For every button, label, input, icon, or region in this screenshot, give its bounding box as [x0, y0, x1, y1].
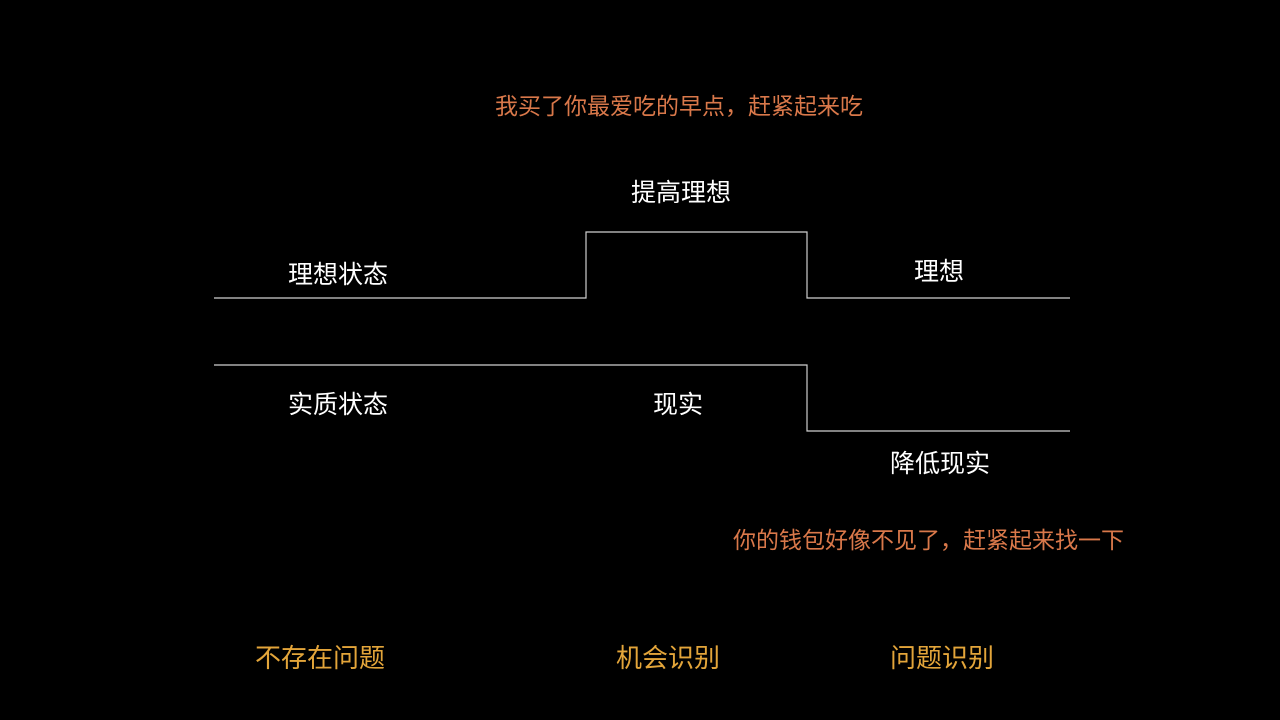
raise-ideal-label: 提高理想: [631, 178, 732, 207]
category-no-problem: 不存在问题: [255, 644, 386, 674]
actual-state-label: 实质状态: [288, 390, 389, 419]
example-top-text: 我买了你最爱吃的早点，赶紧起来吃: [495, 94, 863, 120]
ideal-line: [214, 231, 1070, 299]
ideal-state-label: 理想状态: [288, 260, 389, 289]
reality-label: 现实: [653, 390, 704, 419]
category-opportunity: 机会识别: [616, 644, 721, 674]
example-bottom-text: 你的钱包好像不见了，赶紧起来找一下: [733, 528, 1124, 554]
lower-reality-label: 降低现实: [890, 449, 991, 478]
ideal-label: 理想: [914, 257, 965, 286]
category-problem: 问题识别: [890, 644, 995, 674]
reality-line: [214, 364, 1070, 432]
